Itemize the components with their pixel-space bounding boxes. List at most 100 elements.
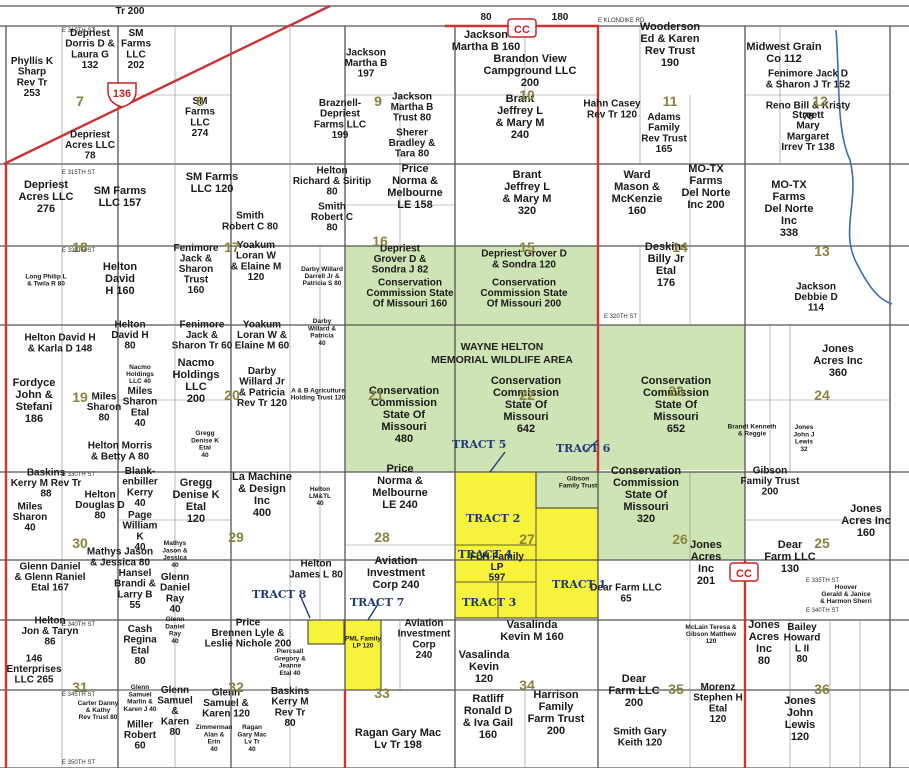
section-number: 18 [72, 239, 88, 255]
parcel-label-line: enbiller [122, 477, 158, 488]
parcel-label-line: 253 [24, 88, 41, 99]
conservation-small-block [536, 472, 598, 508]
parcel-label-line: Larry B [117, 589, 152, 600]
section-number: 13 [814, 243, 830, 259]
parcel-label-line: Karen 120 [202, 709, 250, 720]
parcel-label-line: Miles [127, 386, 152, 397]
parcel-label-line: Helton [300, 559, 331, 570]
road-label: E 315TH ST [62, 170, 95, 176]
parcel-label-line: & Betty A 80 [91, 451, 150, 462]
parcel-label-line: Brant [513, 169, 542, 181]
parcel-label-line: Glenn [212, 687, 240, 698]
parcel-label-line: Acres LLC [65, 140, 115, 151]
parcel-label-line: Del Norte [682, 187, 731, 199]
section-number: 14 [672, 239, 688, 255]
parcel-label-line: PML Family [345, 635, 381, 642]
parcel-label-line: 40 [318, 340, 326, 347]
parcel-label-line: Jackson [392, 91, 432, 102]
parcel-label-line: Elaine M 60 [235, 341, 290, 352]
tract-label: TRACT 5 [452, 438, 506, 451]
parcel-label-line: Price [387, 463, 414, 475]
parcel-label-line: Glenn [166, 616, 184, 623]
parcel-label-line: Fordyce [13, 377, 56, 389]
parcel-label-line: LLC 265 [15, 675, 54, 686]
parcel-label-line: Holdings [172, 369, 219, 381]
parcel-label-line: Carter Danny [78, 700, 119, 707]
parcel-label-line: 200 [521, 77, 539, 89]
parcel-label-line: John & [15, 389, 52, 401]
parcel-label-line: Leslie Nichole 200 [205, 639, 292, 650]
parcel-label-line: LLC 40 [129, 378, 151, 385]
parcel-label-line: Lv Tr 198 [374, 739, 422, 751]
parcel-label-line: Conservation [611, 465, 682, 477]
parcel-label-line: 78 [84, 151, 96, 162]
parcel-label-line: Harrison [533, 689, 579, 701]
parcel-label-line: Ed & Karen [640, 33, 700, 45]
parcel-label-line: L II [795, 643, 809, 654]
parcel-label-line: Jackson [346, 47, 386, 58]
parcel-label-line: David [105, 273, 135, 285]
parcel-label-line: Deskins [645, 241, 687, 253]
parcel-lines [61, 26, 890, 768]
parcel-label-line: Norma & [392, 175, 438, 187]
us-136-shield-icon: 136 [107, 82, 137, 108]
parcel-label-line: Miles [91, 391, 116, 402]
parcel-label-line: Cash [128, 624, 152, 635]
parcel-label-line: Phyllis K [11, 56, 54, 67]
parcel-label-line: Lewis [795, 439, 813, 446]
section-number: 27 [519, 531, 535, 547]
parcel-label-line: Fenimore [173, 243, 218, 254]
parcel-label-line: & Iva Gail [463, 717, 513, 729]
parcel-label-line: Miles [17, 501, 42, 512]
parcel-label-line: 40 [134, 542, 146, 553]
parcel-label-line: & Glenn Raniel [14, 572, 85, 583]
parcel-label-line: 130 [781, 563, 799, 575]
parcel-label: Tr 200 [116, 6, 145, 17]
parcel-label-line: Depriest Grover D [481, 249, 567, 260]
parcel-label-line: Dorris D & [65, 39, 114, 50]
parcel-label-line: Depriest [380, 243, 421, 254]
parcel-label-line: Jones [690, 539, 722, 551]
parcel-label-line: Nacmo [129, 364, 151, 371]
highway-136-route [3, 4, 331, 166]
parcel-label-line: Holding Trust 120 [291, 395, 346, 402]
parcel-label-line: Patricia S 80 [303, 280, 342, 287]
section-number: 24 [814, 387, 830, 403]
section-number: 11 [663, 93, 678, 109]
parcel-label-line: Jones [748, 619, 780, 631]
parcel-label-line: Zimmerman [196, 724, 233, 731]
parcel-label-line: Norma & [377, 475, 423, 487]
tract-label: TRACT 8 [252, 588, 307, 601]
parcel-label-line: 80 [758, 655, 770, 667]
parcel-label-line: Farms [689, 175, 722, 187]
parcel-label-line: Mary [796, 121, 820, 132]
parcel-label-line: Helton [114, 319, 145, 330]
parcel-label-line: 40 [169, 604, 181, 615]
parcel-label-line: 120 [791, 731, 809, 743]
parcel-label-line: Ray [166, 593, 185, 604]
parcel-label-line: LE 240 [382, 499, 417, 511]
parcel-label-line: Kerry M [271, 697, 308, 708]
parcel-label-line: Loran W & [237, 330, 287, 341]
